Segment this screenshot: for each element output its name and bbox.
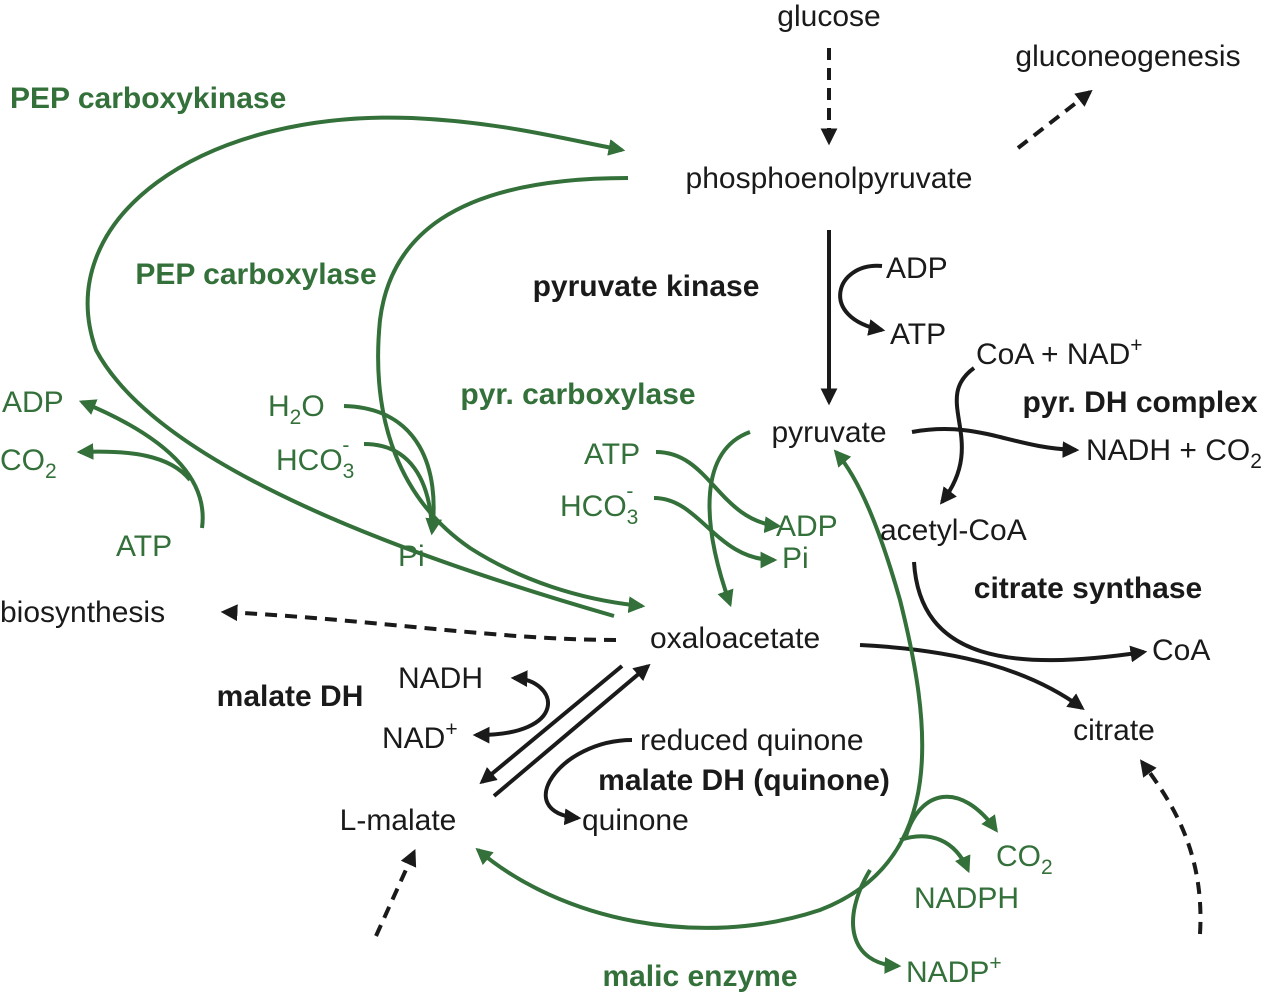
pyc-adp-label: ADP — [776, 510, 838, 543]
ppc-pi-label: Pi — [398, 540, 425, 573]
pyc-atp-label: ATP — [584, 438, 640, 471]
ppc-hco3-side-arrow — [363, 442, 434, 531]
coa-nad-to-acetylcoa-arrow — [939, 366, 976, 505]
oxaloacetate-label: oxaloacetate — [650, 622, 820, 655]
me-co2-side-arrow — [904, 794, 998, 837]
mqo-reduced-quinone-label: reduced quinone — [640, 724, 864, 757]
oxaloacetate-to-citrate-arrow — [859, 643, 1085, 710]
pyc-pyruvate-to-oaa-arrow — [707, 430, 751, 608]
me-nadp-label: NADP+ — [906, 952, 1002, 989]
pepck-oaa-to-pep-arrow — [85, 115, 626, 618]
citrate-synthase-label: citrate synthase — [974, 572, 1202, 605]
mdh-nad-label: NAD+ — [382, 718, 458, 755]
me-nadph-label: NADPH — [914, 882, 1019, 915]
me-nadp-side-arrow — [851, 868, 902, 974]
pep-carboxylase-label: PEP carboxylase — [135, 258, 376, 291]
pdh-complex-label: pyr. DH complex — [1022, 386, 1257, 419]
mqo-quinone-label: quinone — [582, 804, 689, 837]
gluconeogenesis-label: gluconeogenesis — [1015, 40, 1240, 73]
acetyl-coa-label: acetyl-CoA — [880, 514, 1027, 547]
pepck-atp-label: ATP — [116, 530, 172, 563]
pyc-hco3-label: HCO3- — [560, 480, 638, 529]
acetylcoa-to-coa-arrow — [912, 561, 1148, 663]
pyruvate-label: pyruvate — [771, 416, 886, 449]
malate-dh-label: malate DH — [217, 680, 364, 713]
biosynthesis-label: biosynthesis — [0, 596, 165, 629]
pepck-co2-label: CO2 — [0, 444, 57, 483]
pepck-atp-side-arrow — [78, 399, 205, 529]
citrate-label: citrate — [1073, 714, 1155, 747]
cs-coa-label: CoA — [1152, 634, 1210, 667]
pdh-input-label: CoA + NAD+ — [976, 334, 1143, 371]
input-to-malate-arrow — [374, 848, 417, 937]
glucose-label: glucose — [777, 0, 880, 33]
pepck-co2-side-arrow — [76, 443, 192, 482]
ppc-h2o-label: H2O — [268, 390, 325, 429]
pk-adp-label: ADP — [886, 252, 948, 285]
l-malate-label: L-malate — [340, 804, 457, 837]
pdh-output-label: NADH + CO2 — [1086, 434, 1262, 473]
mdh-nadh-label: NADH — [398, 662, 483, 695]
input-to-citrate-arrow — [1140, 759, 1203, 935]
mdh-nadh-nad-side-arrow — [472, 670, 550, 744]
ppc-h2o-side-arrow — [343, 404, 443, 536]
malate-dh-quinone-label: malate DH (quinone) — [598, 764, 890, 797]
malic-enzyme-label: malic enzyme — [602, 960, 797, 993]
pyr-carboxylase-label: pyr. carboxylase — [460, 378, 695, 411]
pepck-adp-label: ADP — [2, 386, 64, 419]
pyc-pi-label: Pi — [782, 542, 809, 575]
pep-carboxykinase-label: PEP carboxykinase — [10, 82, 286, 115]
pk-atp-label: ATP — [890, 318, 946, 351]
me-nadph-side-arrow — [899, 834, 971, 874]
phosphoenolpyruvate-label: phosphoenolpyruvate — [686, 162, 973, 195]
pyruvate-kinase-label: pyruvate kinase — [533, 270, 760, 303]
adp-atp-side-arrow — [838, 263, 886, 336]
oxaloacetate-to-biosynthesis-arrow — [220, 604, 617, 642]
pyruvate-to-pdh-arrow — [911, 427, 1080, 458]
ppc-hco3-label: HCO3- — [276, 434, 354, 483]
me-co2-label: CO2 — [996, 840, 1053, 879]
pep-to-gluconeogenesis-arrow — [1016, 89, 1093, 150]
